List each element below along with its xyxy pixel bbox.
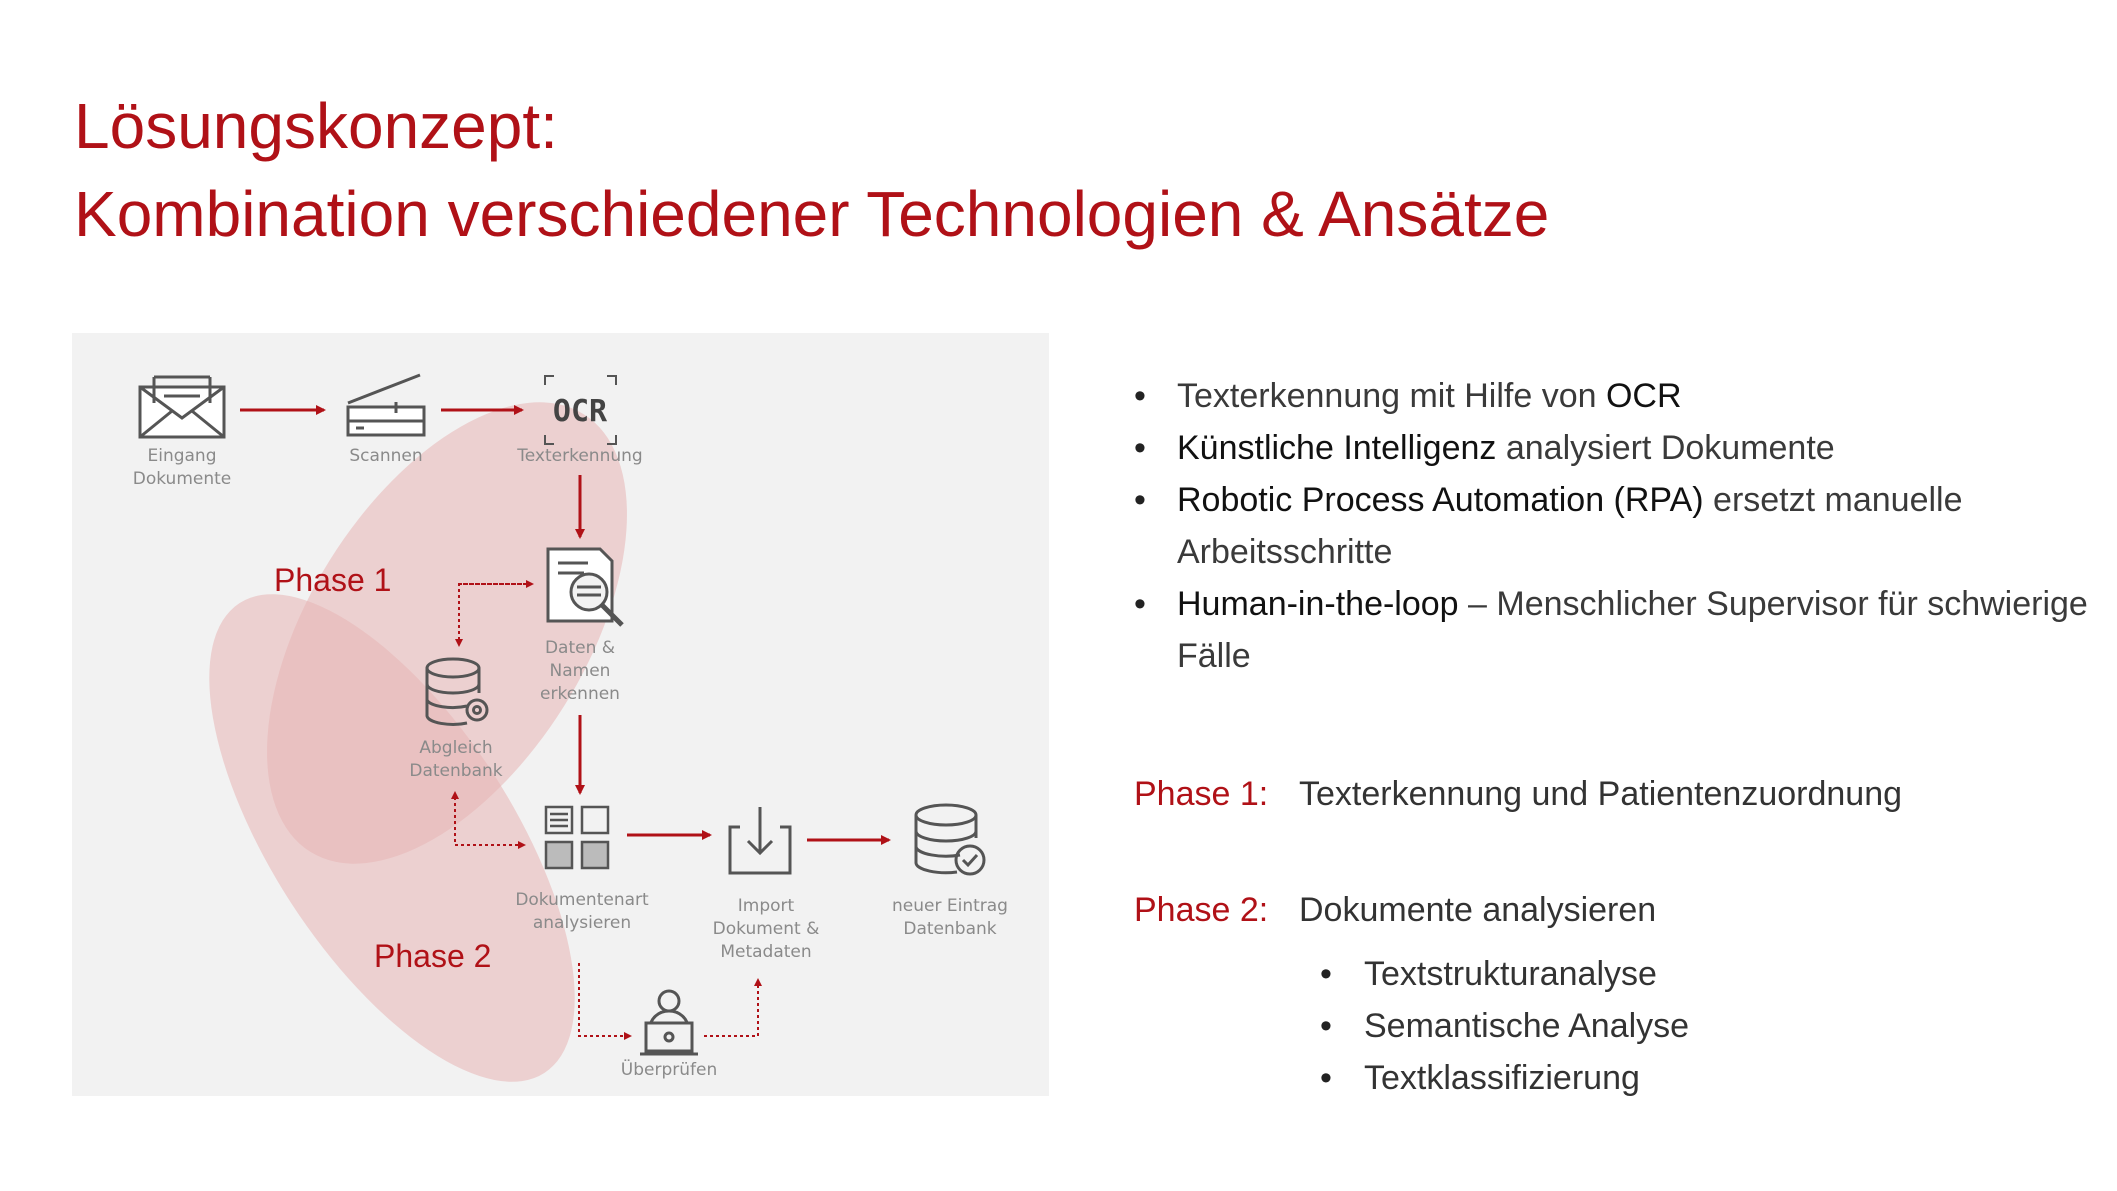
- bullet-hitl-bold: Human-in-the-loop: [1177, 585, 1459, 623]
- node-label-eingang: Eingang Dokumente: [132, 446, 232, 489]
- phase-2-region: [209, 594, 575, 1082]
- bullet-ki: Künstliche Intelligenz analysiert Dokume…: [1134, 422, 2094, 474]
- bullet-ki-text: analysiert Dokumente: [1496, 429, 1835, 467]
- phase-2-sublist: Textstrukturanalyse Semantische Analyse …: [1320, 948, 1689, 1104]
- bullet-hitl-text: – Menschlicher Supervisor für schwierige…: [1177, 585, 2088, 675]
- phase-1-label: Phase 1: [274, 562, 392, 598]
- dotted-pruefen-import: [704, 978, 762, 1037]
- slide-title: Lösungskonzept: Kombination verschiedene…: [74, 82, 1549, 258]
- process-diagram: OCR: [72, 333, 1049, 1096]
- node-label-daten: Daten & Namen erkennen: [540, 638, 620, 704]
- import-tray-icon: [728, 807, 792, 875]
- diagram-graphics: OCR: [138, 373, 986, 1082]
- node-label-scannen: Scannen: [349, 446, 423, 466]
- database-gear-icon: [425, 657, 489, 726]
- scanner-icon: [346, 373, 426, 437]
- bullet-rpa: Robotic Process Automation (RPA) ersetzt…: [1134, 474, 2094, 578]
- phase-2-value: Dokumente analysieren: [1299, 891, 1657, 929]
- envelope-icon: [138, 375, 226, 439]
- phase-2-info: Phase 2: Dokumente analysieren: [1134, 888, 1656, 932]
- node-label-pruefen: Überprüfen: [620, 1060, 718, 1080]
- bullet-rpa-bold: Robotic Process Automation (RPA): [1177, 481, 1704, 519]
- phase-1-value: Texterkennung und Patientenzuordnung: [1299, 775, 1903, 813]
- bullet-rpa-text: ersetzt manuelle Arbeitsschritte: [1177, 481, 1963, 571]
- feature-bullets: Texterkennung mit Hilfe von OCR Künstlic…: [1134, 370, 2094, 682]
- node-label-neuer: neuer Eintrag Datenbank: [892, 896, 1008, 939]
- document-search-icon: [546, 547, 624, 627]
- ocr-icon: OCR: [544, 375, 617, 445]
- phase-1-key: Phase 1:: [1134, 775, 1269, 813]
- sub-item: Textstrukturanalyse: [1320, 948, 1689, 1000]
- svg-text:OCR: OCR: [553, 394, 608, 429]
- dotted-dokart-pruefen: [578, 963, 632, 1040]
- person-laptop-icon: [640, 989, 698, 1056]
- bullet-hitl: Human-in-the-loop – Menschlicher Supervi…: [1134, 578, 2094, 682]
- title-line-1: Lösungskonzept:: [74, 90, 558, 162]
- phase-2-label: Phase 2: [374, 938, 492, 974]
- node-label-import: Import Dokument & Metadaten: [712, 896, 820, 962]
- sub-item: Textklassifizierung: [1320, 1052, 1689, 1104]
- sub-item: Semantische Analyse: [1320, 1000, 1689, 1052]
- phase-2-key: Phase 2:: [1134, 891, 1269, 929]
- grid-analyze-icon: [544, 805, 610, 870]
- database-check-icon: [914, 803, 986, 876]
- phase-1-info: Phase 1: Texterkennung und Patientenzuord…: [1134, 772, 1902, 816]
- bullet-ocr-bold: OCR: [1605, 377, 1682, 415]
- feature-list-panel: Texterkennung mit Hilfe von OCR Künstlic…: [1134, 370, 2094, 682]
- node-label-ocr: Texterkennung: [517, 446, 643, 466]
- node-label-dokart: Dokumentenart analysieren: [515, 890, 649, 933]
- title-line-2: Kombination verschiedener Technologien &…: [74, 178, 1550, 250]
- node-label-abgleich: Abgleich Datenbank: [409, 738, 503, 781]
- bullet-ocr: Texterkennung mit Hilfe von OCR: [1134, 370, 2094, 422]
- bullet-ocr-text: Texterkennung mit Hilfe von: [1177, 377, 1606, 415]
- bullet-ki-bold: Künstliche Intelligenz: [1177, 429, 1497, 467]
